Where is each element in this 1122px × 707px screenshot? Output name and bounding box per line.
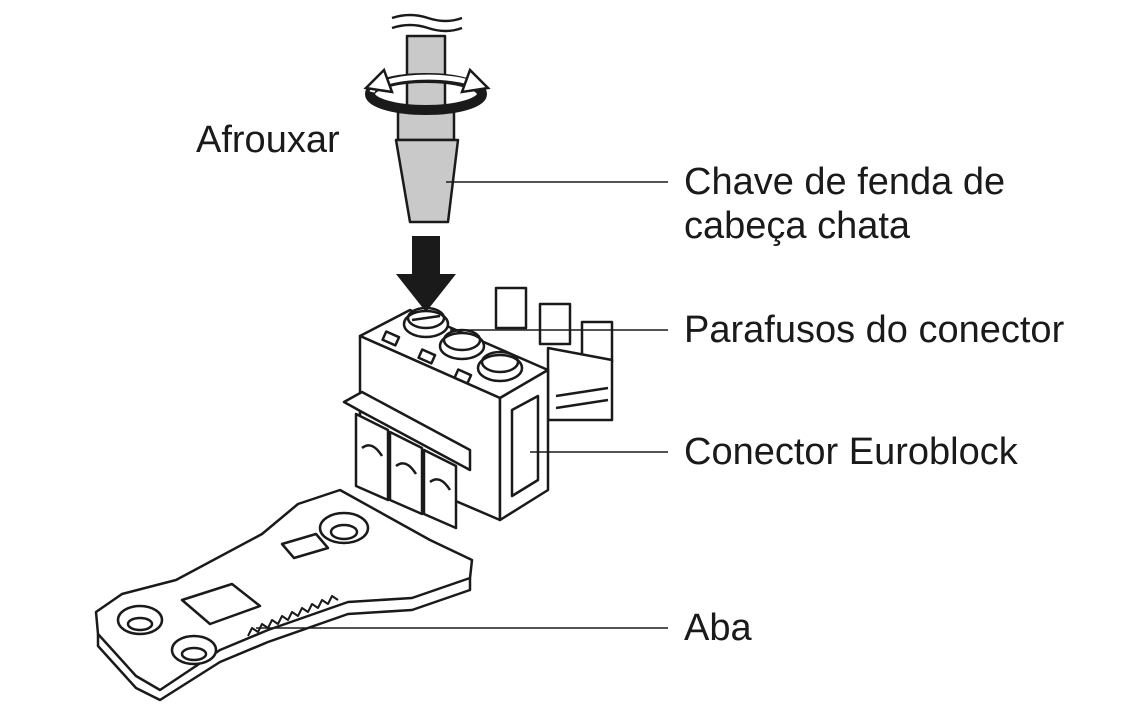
connector-screws bbox=[402, 306, 524, 383]
screwdriver-label: Chave de fenda de cabeça chata bbox=[684, 160, 1005, 248]
down-arrow-icon bbox=[396, 236, 456, 312]
screwdriver-label-line2: cabeça chata bbox=[684, 205, 911, 247]
loosen-label: Afrouxar bbox=[196, 119, 340, 161]
screwdriver-label-line1: Chave de fenda de bbox=[684, 161, 1006, 203]
counterclockwise-rotation-arrow-icon bbox=[363, 67, 491, 115]
connector-tab bbox=[94, 488, 474, 702]
connector-screws-label: Parafusos do conector bbox=[684, 309, 1065, 351]
euroblock-connector-label: Conector Euroblock bbox=[684, 431, 1018, 473]
tab-label: Aba bbox=[684, 607, 752, 649]
leader-lines bbox=[256, 181, 668, 629]
flat-head-screwdriver bbox=[391, 13, 463, 224]
euroblock-connector-body bbox=[342, 286, 614, 530]
